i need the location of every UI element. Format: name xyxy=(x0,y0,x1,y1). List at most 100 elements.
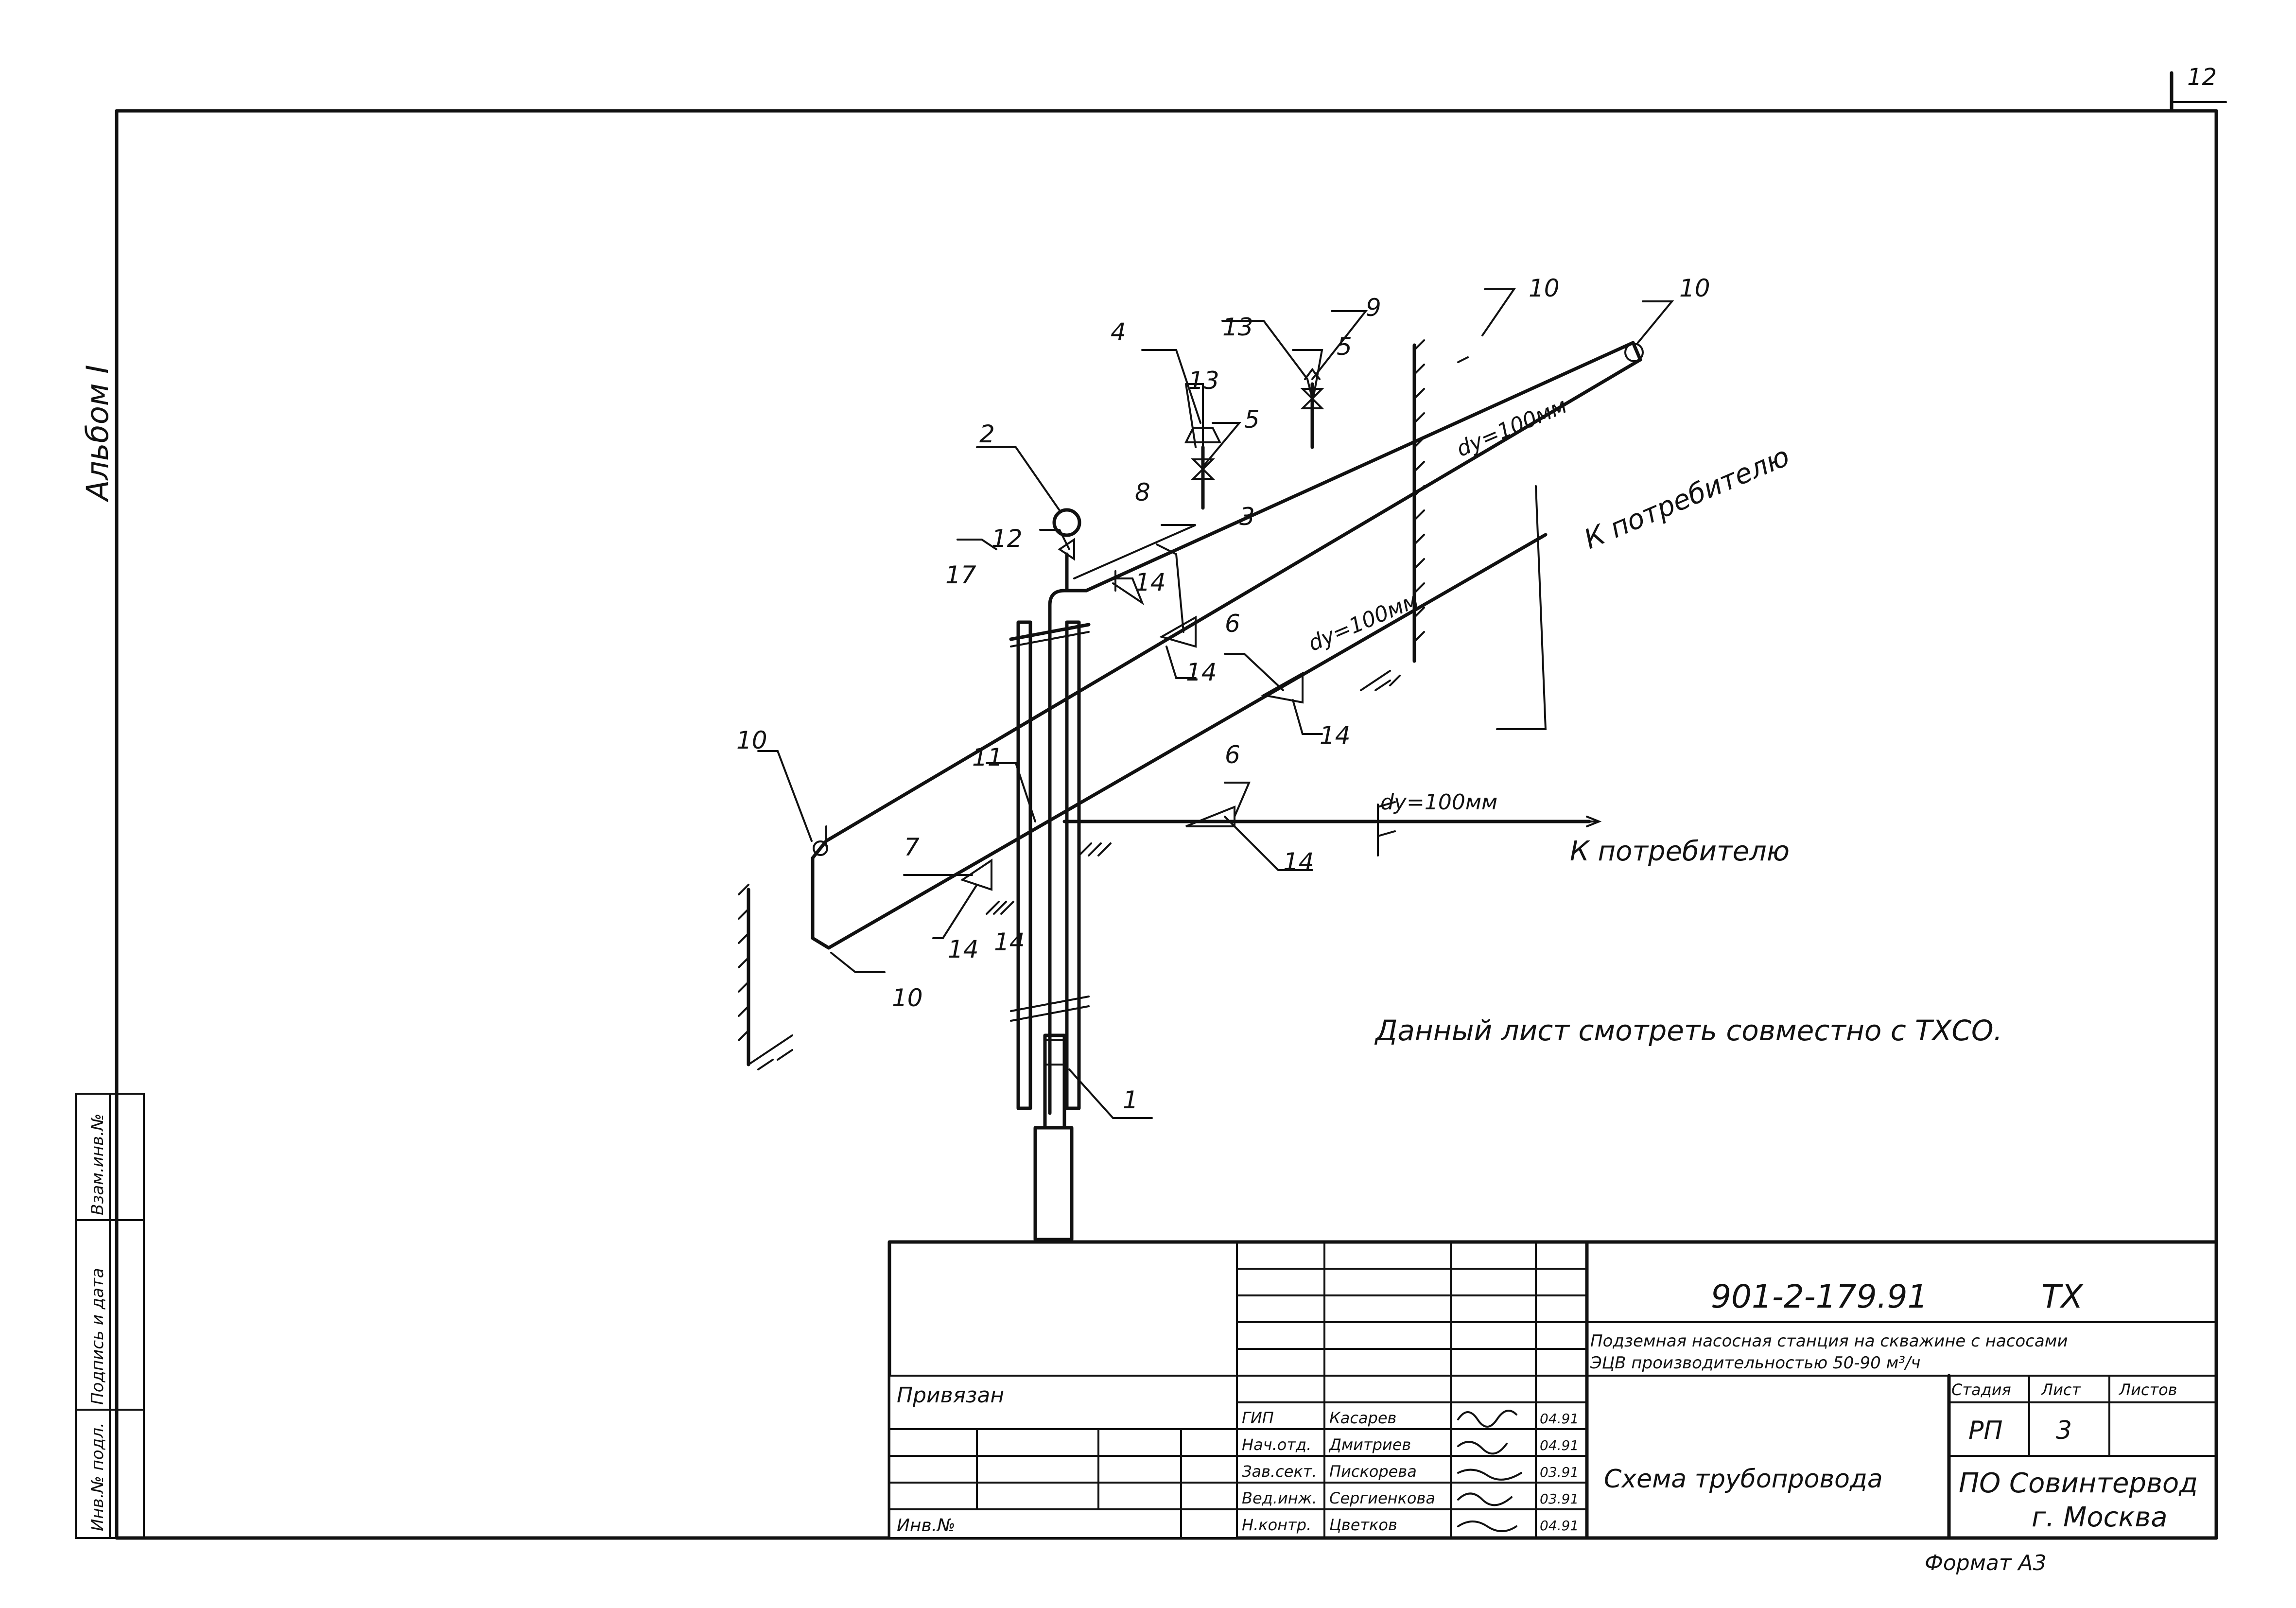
dy-label-middle: dy=100мм xyxy=(1305,588,1422,656)
date-0: 04.91 xyxy=(1540,1411,1579,1427)
format-label: Формат А3 xyxy=(1925,1551,2047,1575)
doc-code: 901-2-179.91 xyxy=(1711,1278,1928,1315)
callout-2: 2 xyxy=(979,420,995,448)
callout-14d: 14 xyxy=(1283,848,1314,876)
callout-labels: 1 2 3 4 5 5 6 6 7 8 9 10 10 10 10 11 12 … xyxy=(736,274,1710,1114)
pipeline-schematic xyxy=(738,288,1674,1241)
sheets-header: Листов xyxy=(2119,1381,2177,1399)
pump-column xyxy=(1043,1033,1066,1130)
callout-10c: 10 xyxy=(736,726,767,754)
org-line1: ПО Совинтервод xyxy=(1959,1468,2198,1499)
valve-3 xyxy=(1159,615,1197,648)
callout-17: 17 xyxy=(945,561,976,589)
callout-9: 9 xyxy=(1366,294,1381,322)
name-3: Сергиенкова xyxy=(1329,1489,1435,1507)
to-consumer-lower: К потребителю xyxy=(1570,836,1790,867)
branch-mark-upper xyxy=(1377,801,1396,837)
flange-ticks xyxy=(825,356,1469,847)
callout-6a: 6 xyxy=(1225,610,1240,638)
stage-header: Стадия xyxy=(1951,1381,2011,1399)
date-3: 03.91 xyxy=(1540,1491,1579,1507)
branch-mark-lower xyxy=(1377,830,1396,856)
ground-hatch xyxy=(986,842,1112,915)
date-2: 03.91 xyxy=(1540,1464,1579,1480)
role-0: ГИП xyxy=(1242,1409,1274,1427)
callout-5a: 5 xyxy=(1244,405,1260,434)
sheet-frame xyxy=(115,109,2218,1540)
valve-6b xyxy=(1185,805,1235,827)
riser-pipe xyxy=(1048,589,1088,1115)
left-loop xyxy=(811,839,831,950)
side-stamp-sign-date: Подпись и дата xyxy=(88,1268,107,1405)
funnel-4 xyxy=(1184,427,1222,443)
bound-label: Привязан xyxy=(897,1383,1004,1408)
well-cover xyxy=(1009,623,1091,641)
well-casing-right xyxy=(1065,620,1081,1110)
role-3: Вед.инж. xyxy=(1242,1489,1317,1507)
well-casing-left xyxy=(1016,620,1032,1110)
callout-4: 4 xyxy=(1111,318,1126,346)
title-block: 901-2-179.91 ТХ Подземная насосная станц… xyxy=(887,1240,2218,1575)
leader-lines xyxy=(757,288,1674,1119)
date-4: 04.91 xyxy=(1540,1518,1579,1534)
stage-value: РП xyxy=(1968,1416,2002,1445)
callout-13b: 13 xyxy=(1222,313,1253,341)
well-cover-2 xyxy=(1010,631,1090,647)
wall-right xyxy=(1360,339,1425,691)
upper-pipe xyxy=(1084,341,1635,593)
callout-13a: 13 xyxy=(1188,367,1219,395)
name-0: Касарев xyxy=(1329,1409,1396,1427)
callout-10b: 10 xyxy=(1679,274,1710,302)
date-1: 04.91 xyxy=(1540,1437,1579,1453)
pressure-gauge xyxy=(1052,508,1081,537)
sheet-note: Данный лист смотреть совместно с ТХСО. xyxy=(1374,1014,2002,1047)
callout-3: 3 xyxy=(1239,503,1255,531)
bend-10-left xyxy=(813,840,828,856)
doc-mark: ТХ xyxy=(2041,1278,2084,1315)
branch-arrow xyxy=(1501,816,1602,827)
valve-6a xyxy=(1261,671,1304,704)
callout-12: 12 xyxy=(991,524,1023,553)
callout-14e: 14 xyxy=(948,935,979,963)
pump-motor xyxy=(1044,1039,1065,1066)
org-line2: г. Москва xyxy=(2032,1502,2168,1533)
name-2: Пискорева xyxy=(1329,1462,1417,1481)
name-4: Цветков xyxy=(1329,1516,1397,1534)
callout-11: 11 xyxy=(972,743,1003,771)
callout-14b: 14 xyxy=(1186,658,1217,686)
side-stamp: Инв.№ подл. Подпись и дата Взам.инв.№ xyxy=(75,1093,145,1539)
name-1: Дмитриев xyxy=(1328,1435,1411,1454)
signatures xyxy=(1457,1410,1522,1532)
role-2: Зав.сект. xyxy=(1242,1462,1317,1481)
side-stamp-inv-orig: Инв.№ подл. xyxy=(88,1422,107,1531)
corner-sheet-number: 12 xyxy=(2187,64,2217,91)
project-line2: ЭЦВ производительностью 50-90 м³/ч xyxy=(1590,1353,1920,1373)
role-4: Н.контр. xyxy=(1242,1516,1311,1534)
wall-left xyxy=(738,884,793,1070)
side-stamp-replaced-inv: Взам.инв.№ xyxy=(88,1114,107,1215)
callout-1: 1 xyxy=(1123,1086,1138,1114)
dy-label-upper: dy=100мм xyxy=(1453,393,1570,462)
callout-10d: 10 xyxy=(892,984,923,1012)
album-label: Альбом I xyxy=(80,365,115,503)
role-1: Нач.отд. xyxy=(1242,1435,1311,1454)
callout-7: 7 xyxy=(904,833,920,861)
sheet-title: Схема трубопровода xyxy=(1604,1465,1883,1494)
lower-pipe xyxy=(827,533,1548,950)
valve-5a xyxy=(1191,458,1215,480)
dy-label-lower: dy=100мм xyxy=(1380,790,1497,815)
inv-label: Инв.№ xyxy=(897,1516,956,1536)
project-line1: Подземная насосная станция на скважине с… xyxy=(1590,1331,2068,1351)
bend-10-top xyxy=(1624,343,1644,362)
callout-10a: 10 xyxy=(1529,274,1560,302)
sheet-value: 3 xyxy=(2056,1416,2072,1445)
callout-14c: 14 xyxy=(1320,721,1351,750)
sheet-header: Лист xyxy=(2041,1381,2081,1399)
callout-5b: 5 xyxy=(1337,332,1352,361)
to-consumer-upper: К потребителю xyxy=(1580,440,1794,555)
pump-body xyxy=(1033,1126,1074,1241)
well-break xyxy=(1010,996,1090,1022)
callout-14f: 14 xyxy=(994,928,1025,956)
callout-8: 8 xyxy=(1135,478,1150,507)
